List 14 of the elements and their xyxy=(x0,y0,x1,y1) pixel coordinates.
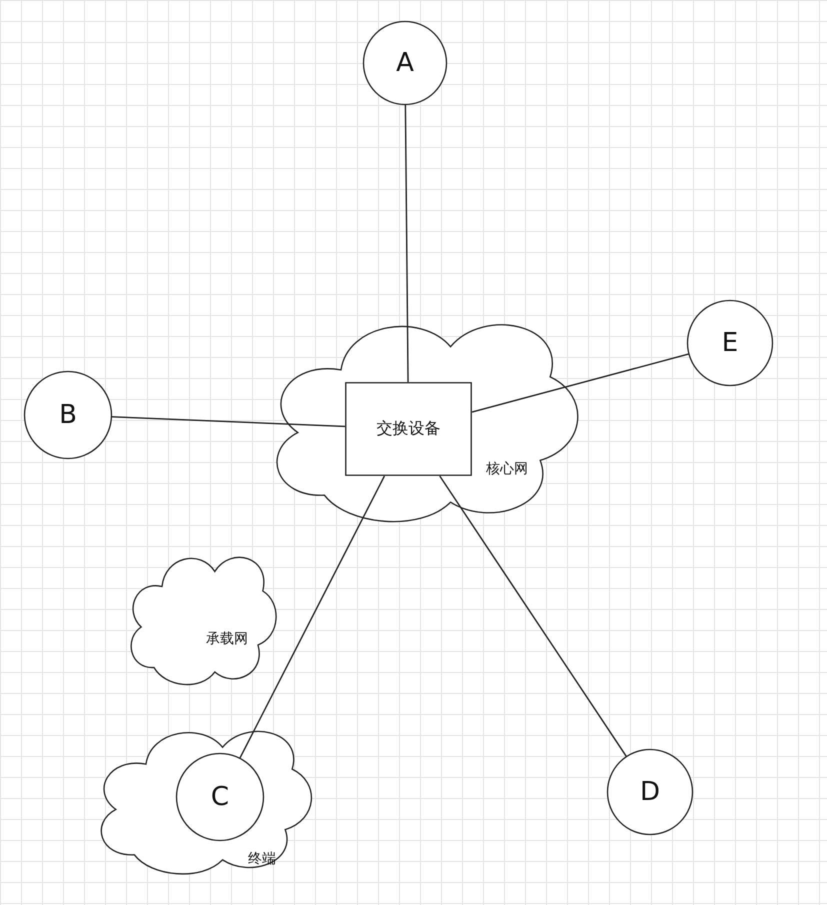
node-label: 交换设备 xyxy=(376,418,440,440)
connector-line xyxy=(472,353,689,413)
node-label: C xyxy=(210,782,230,812)
cloud-label: 承载网 xyxy=(206,630,248,648)
cloud-label: 核心网 xyxy=(486,460,528,478)
node-label: D xyxy=(640,777,660,807)
connector-line xyxy=(404,105,409,382)
connector-line xyxy=(439,476,627,757)
connector-line xyxy=(112,416,346,428)
connector-line xyxy=(239,476,386,758)
node-label: B xyxy=(59,400,77,430)
node-label: A xyxy=(396,48,414,78)
cloud-label: 终端 xyxy=(248,850,276,868)
node-label: E xyxy=(722,328,738,358)
